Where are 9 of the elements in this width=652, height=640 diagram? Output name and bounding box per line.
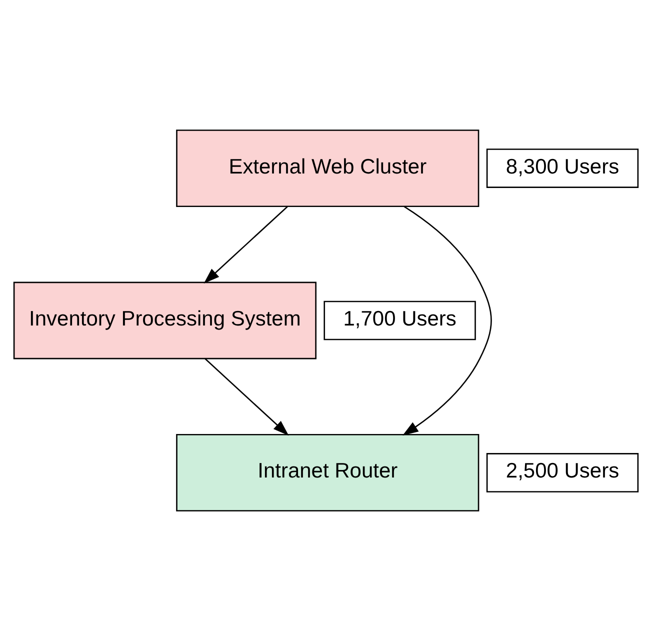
node-box: Intranet Router: [176, 434, 480, 511]
arrow: [204, 358, 289, 436]
arrow: [204, 206, 288, 283]
node-box: 2,500 Users: [486, 452, 639, 492]
node-box: Inventory Processing System: [13, 281, 316, 359]
arrow: [402, 206, 492, 436]
node-box: 8,300 Users: [486, 148, 639, 188]
node-box: External Web Cluster: [176, 129, 480, 206]
node-box: 1,700 Users: [324, 300, 476, 340]
